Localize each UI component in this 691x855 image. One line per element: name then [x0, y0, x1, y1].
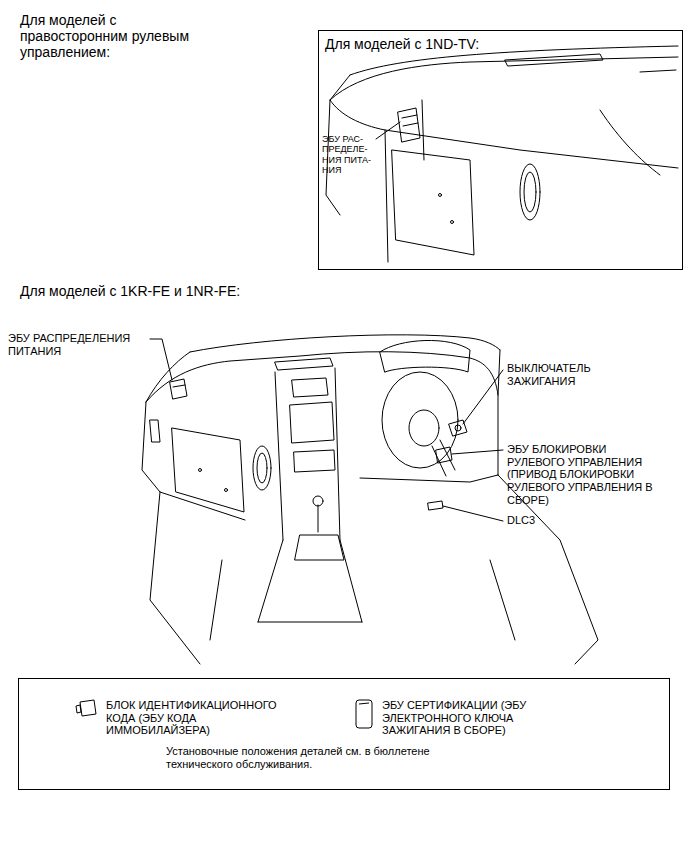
- round-vent: [253, 446, 271, 490]
- center-stack: [275, 368, 340, 540]
- console: [258, 540, 362, 622]
- seat-edge: [210, 560, 515, 640]
- dot: [199, 469, 202, 472]
- glove-box: [172, 428, 244, 512]
- dash-vent: [505, 54, 603, 66]
- ecu-detail: [402, 115, 418, 126]
- dot: [451, 221, 454, 224]
- dash-front-edge: [146, 352, 498, 402]
- inset-illustration: [326, 46, 678, 262]
- part-label: DLC3: [507, 514, 567, 527]
- glove-box: [392, 150, 474, 255]
- legend-entry: БЛОК ИДЕНТИФИКАЦИОННОГО КОДА (ЭБУ КОДА И…: [106, 699, 291, 737]
- part-label: ЭБУ РАС- ПРЕДЕЛЕ- НИЯ ПИТА- НИЯ: [322, 134, 382, 175]
- legend-text: БЛОК ИДЕНТИФИКАЦИОННОГО КОДА (ЭБУ КОДА И…: [106, 699, 291, 737]
- a-pillar: [146, 352, 190, 402]
- center-vent: [292, 378, 328, 397]
- immobiliser-icon-tab: [76, 705, 81, 713]
- leader-line: [463, 370, 503, 424]
- steering-lock: [436, 447, 452, 463]
- section-subtitle: Для моделей с 1KR-FE и 1NR-FE:: [20, 283, 420, 299]
- legend-entry: ЭБУ СЕРТИФИКАЦИИ (ЭБУ ЭЛЕКТРОННОГО КЛЮЧА…: [382, 699, 552, 737]
- dash-front-panel: [330, 100, 678, 168]
- side-vent: [150, 420, 160, 442]
- panel-edge: [385, 130, 388, 262]
- leader-line: [452, 450, 503, 454]
- round-vent-inner: [524, 172, 536, 212]
- gear-knob: [313, 496, 323, 506]
- shift-base: [295, 535, 344, 560]
- dash-right-end: [498, 350, 500, 475]
- legend-text: ЭБУ СЕРТИФИКАЦИИ (ЭБУ ЭЛЕКТРОННОГО КЛЮЧА…: [382, 699, 552, 737]
- part-label: ЭБУ РАСПРЕДЕЛЕНИЯ ПИТАНИЯ: [8, 332, 148, 357]
- part-label: ЭБУ БЛОКИРОВКИ РУЛЕВОГО УПРАВЛЕНИЯ (ПРИВ…: [507, 443, 659, 506]
- certification-ecu-icon-detail: [359, 703, 369, 704]
- note-text: Установочные положения деталей см. в бюл…: [166, 745, 476, 770]
- top-vent: [275, 358, 333, 370]
- round-vent-inner: [257, 453, 267, 483]
- dot: [439, 194, 442, 197]
- control-panel: [294, 450, 335, 472]
- ignition-key: [455, 425, 461, 431]
- ecu-box: [398, 108, 420, 142]
- inset-frame: Для моделей с 1ND-TV:: [318, 30, 683, 270]
- steering-hub: [409, 410, 439, 446]
- instrument-hood: [380, 340, 470, 372]
- certification-ecu-icon: [356, 700, 372, 728]
- leader-line: [376, 122, 400, 139]
- dash-left-end: [142, 402, 245, 520]
- part-label: ВЫКЛЮЧАТЕЛЬ ЗАЖИГАНИЯ: [507, 362, 647, 387]
- bracket: [422, 100, 424, 160]
- dash-lower-edge: [360, 475, 498, 482]
- section-title: Для моделей с правосторонним рулевым упр…: [20, 12, 205, 60]
- dot: [225, 489, 228, 492]
- floor-left: [150, 492, 200, 664]
- audio-panel: [290, 402, 334, 443]
- steering-column: [432, 440, 455, 476]
- round-vent: [520, 164, 540, 220]
- dash-contour: [600, 110, 660, 175]
- leader-line: [150, 339, 172, 380]
- leader-line: [443, 506, 503, 521]
- dlc3-connector: [428, 501, 443, 510]
- dash-top-front: [330, 57, 678, 100]
- ecu-detail: [173, 385, 185, 387]
- immobiliser-icon: [80, 700, 96, 716]
- inset-heading: Для моделей с 1ND-TV:: [325, 36, 655, 52]
- dash-slot: [640, 70, 676, 72]
- ecu-box: [170, 379, 187, 399]
- gear-lever: [318, 505, 319, 532]
